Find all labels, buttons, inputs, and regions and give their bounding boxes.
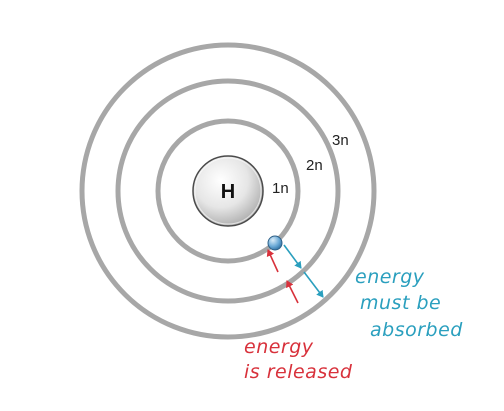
absorption-arrow-inner	[283, 244, 302, 269]
shell-label-1n: 1n	[272, 180, 289, 197]
electron	[267, 235, 283, 251]
absorbed-line-1: energy	[355, 266, 425, 288]
orbit-2n	[115, 78, 341, 304]
release-arrow-outer	[286, 280, 299, 304]
absorbed-line-2: must be	[360, 292, 441, 314]
nucleus	[192, 155, 264, 227]
released-line-1: energy	[244, 336, 314, 358]
annotation-energy-released: energy is released	[244, 336, 353, 383]
nucleus-label: H	[221, 181, 235, 203]
released-line-2: is released	[244, 361, 353, 383]
shell-label-3n: 3n	[332, 132, 349, 149]
shell-label-2n: 2n	[306, 157, 323, 174]
orbit-3n	[79, 42, 377, 340]
release-arrow-inner	[266, 249, 279, 273]
orbit-1n	[155, 118, 301, 264]
absorption-arrow-outer	[303, 271, 324, 298]
absorbed-line-3: absorbed	[370, 319, 463, 341]
annotation-energy-absorbed: energy must be absorbed	[355, 266, 463, 341]
